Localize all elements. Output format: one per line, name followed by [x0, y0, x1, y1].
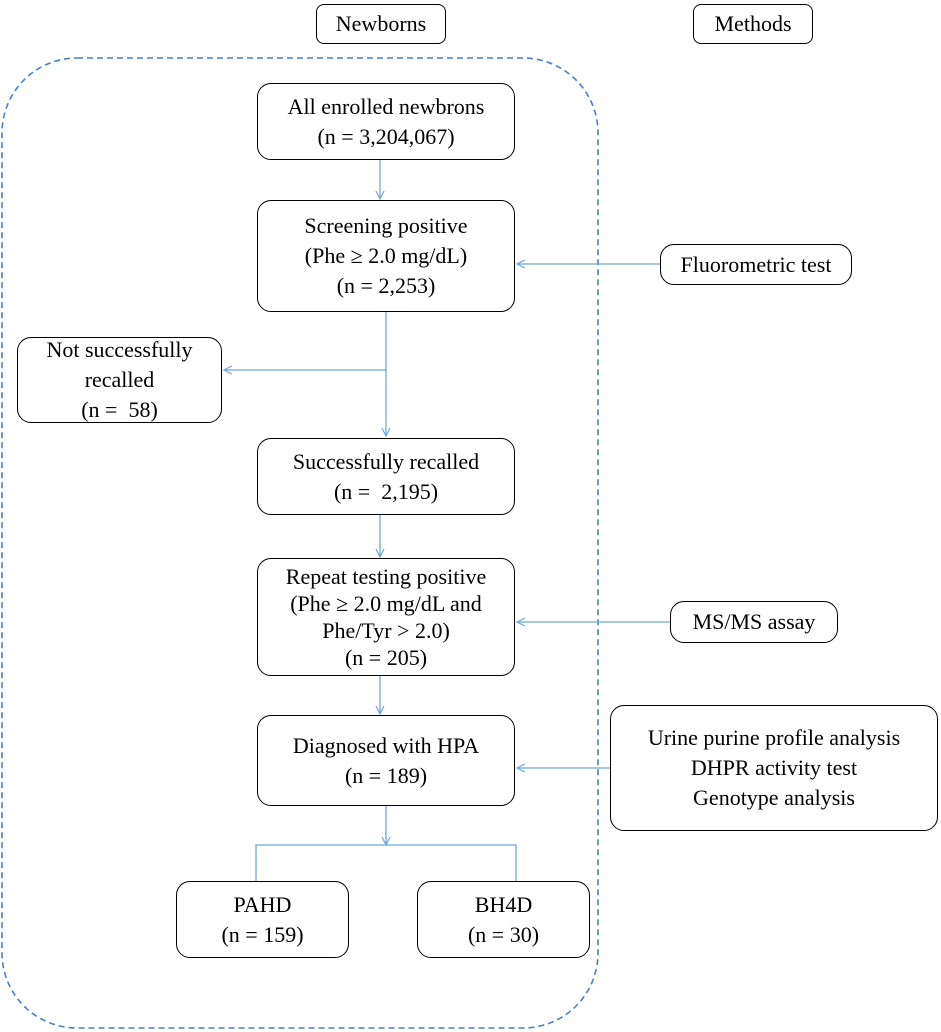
pahd-count: (n = 159) — [221, 921, 304, 947]
not-recalled-box: Not successfully recalled (n = 58) — [17, 337, 222, 423]
screening-box: Screening positive (Phe ≥ 2.0 mg/dL) (n … — [257, 200, 515, 312]
msms-box: MS/MS assay — [670, 601, 838, 643]
newborns-dashed-region — [1, 57, 599, 1029]
repeat-count: (n = 205) — [344, 645, 428, 670]
msms-label: MS/MS assay — [692, 609, 816, 634]
screening-title: Screening positive — [304, 213, 468, 238]
confirm-method-dhpr: DHPR activity test — [690, 755, 858, 780]
not-recalled-title: Not successfully — [46, 337, 193, 362]
recalled-title: Successfully recalled — [292, 448, 480, 474]
repeat-title: Repeat testing positive — [285, 564, 487, 589]
diagnosed-count: (n = 189) — [344, 762, 428, 788]
screening-count: (n = 2,253) — [336, 273, 436, 298]
pahd-title: PAHD — [233, 891, 292, 917]
newborns-header-label: Newborns — [335, 11, 427, 36]
repeat-criterion-1: (Phe ≥ 2.0 mg/dL and — [290, 591, 482, 616]
newborns-header: Newborns — [316, 4, 446, 44]
fluorometric-label: Fluorometric test — [680, 251, 832, 277]
diagnosed-title: Diagnosed with HPA — [292, 732, 480, 758]
confirm-method-genotype: Genotype analysis — [693, 785, 855, 810]
split-line — [255, 844, 517, 881]
pahd-box: PAHD (n = 159) — [176, 881, 349, 958]
not-recalled-title-2: recalled — [84, 367, 155, 392]
not-recalled-count: (n = 58) — [81, 397, 158, 422]
bh4d-count: (n = 30) — [467, 921, 540, 947]
bh4d-title: BH4D — [474, 891, 533, 917]
methods-header-label: Methods — [714, 11, 792, 36]
bh4d-box: BH4D (n = 30) — [417, 881, 590, 958]
methods-header: Methods — [693, 4, 813, 44]
diagnosed-box: Diagnosed with HPA (n = 189) — [257, 715, 515, 806]
fluorometric-box: Fluorometric test — [660, 244, 852, 285]
enrolled-title: All enrolled newbrons — [287, 93, 485, 119]
screening-criterion: (Phe ≥ 2.0 mg/dL) — [304, 243, 468, 268]
recalled-count: (n = 2,195) — [333, 478, 439, 504]
enrolled-box: All enrolled newbrons (n = 3,204,067) — [257, 83, 515, 160]
repeat-criterion-2: Phe/Tyr > 2.0) — [322, 618, 450, 643]
confirm-method-urine: Urine purine profile analysis — [647, 725, 901, 750]
enrolled-count: (n = 3,204,067) — [317, 123, 455, 149]
recalled-box: Successfully recalled (n = 2,195) — [257, 438, 515, 515]
repeat-box: Repeat testing positive (Phe ≥ 2.0 mg/dL… — [257, 558, 515, 676]
confirm-methods-box: Urine purine profile analysis DHPR activ… — [610, 705, 938, 831]
